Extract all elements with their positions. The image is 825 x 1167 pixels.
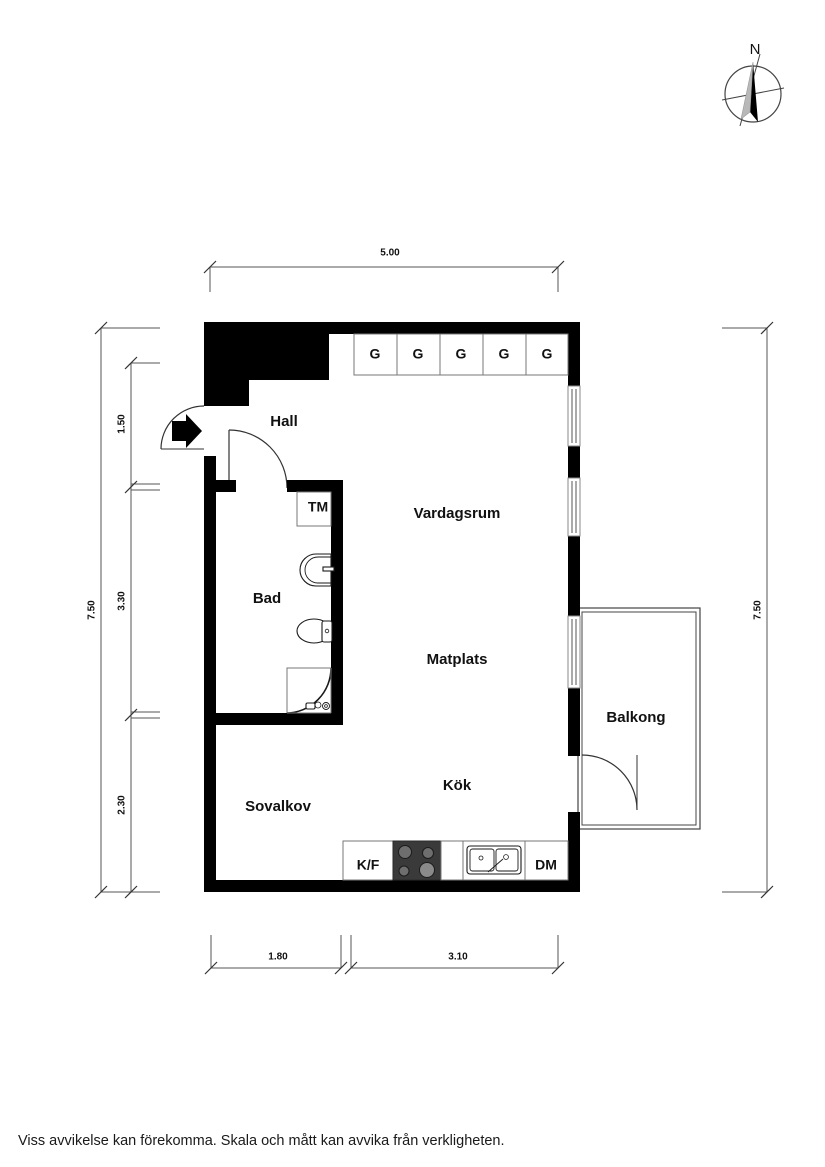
dim-bottom-tick-1 <box>204 961 218 975</box>
wall-right-seg-1 <box>568 322 580 386</box>
wall-bottom <box>204 880 580 892</box>
compass-rose: N <box>721 41 785 127</box>
wardrobe-4-label: G <box>499 346 510 362</box>
dim-top-tick-left <box>203 260 217 274</box>
window-right-1 <box>567 385 581 447</box>
dim-bottom-tick-2 <box>334 961 348 975</box>
room-label-kok: Kök <box>443 777 472 794</box>
dim-bottom-seg-2-value: 3.10 <box>448 952 468 963</box>
wall-right-seg-3 <box>568 536 580 616</box>
room-label-hall: Hall <box>270 413 298 430</box>
dim-left-outer-tick-bottom <box>94 885 108 899</box>
wall-interior-bathroom-bottom <box>216 713 343 725</box>
dim-left-seg-1-value: 1.50 <box>117 414 128 434</box>
dim-top-width-value: 5.00 <box>380 248 400 259</box>
wardrobe-3-label: G <box>456 346 467 362</box>
fridge-freezer-label: K/F <box>357 857 380 873</box>
wall-interior-bathroom-right <box>331 480 343 725</box>
entrance-door-swing-arc <box>160 405 205 450</box>
wall-right-seg-5 <box>568 812 580 892</box>
exterior-walls <box>204 322 580 892</box>
dim-left-inner-tick-2 <box>124 480 138 494</box>
hall-bathroom-door <box>228 429 288 489</box>
washing-machine[interactable] <box>296 491 332 527</box>
dim-right-tick-bottom <box>760 885 774 899</box>
room-label-balkong: Balkong <box>606 709 665 726</box>
dim-bottom-tick-3 <box>344 961 358 975</box>
dimension-right: 7.50 <box>722 321 774 899</box>
dim-left-seg-3-value: 2.30 <box>117 795 128 815</box>
dim-left-inner-tick-4 <box>124 885 138 899</box>
balcony-structure: Balkong <box>577 607 701 830</box>
wardrobe-2-label: G <box>413 346 424 362</box>
entrance-direction-arrow-icon <box>172 414 202 448</box>
room-label-matplats: Matplats <box>427 651 488 668</box>
wardrobe-row: G G G G G <box>353 333 569 376</box>
wall-left-lower <box>204 456 216 892</box>
dim-left-outer-tick-top <box>94 321 108 335</box>
wardrobe-5-label: G <box>542 346 553 362</box>
window-right-3-balcony <box>567 615 581 689</box>
compass-north-label: N <box>750 41 761 58</box>
stove-icon[interactable] <box>392 840 442 881</box>
wardrobe-1[interactable] <box>353 333 398 376</box>
disclaimer-caption: Viss avvikelse kan förekomma. Skala och … <box>18 1133 505 1149</box>
shower-icon <box>286 667 332 714</box>
room-label-vardagsrum: Vardagsrum <box>414 505 501 522</box>
wall-interior-hall-left-stub <box>216 480 236 492</box>
window-right-2 <box>567 477 581 537</box>
dim-right-height-value: 7.50 <box>753 600 764 620</box>
washing-machine-label: TM <box>308 499 328 515</box>
dishwasher-label: DM <box>535 857 557 873</box>
bathroom-fixtures: TM <box>286 491 335 714</box>
wardrobe-1-label: G <box>370 346 381 362</box>
balcony-door-swing-arc <box>581 754 638 811</box>
dimension-left-outer: 7.50 <box>87 321 160 899</box>
compass-needle-light <box>740 61 754 120</box>
toilet-icon <box>296 618 333 644</box>
room-label-sovalkov: Sovalkov <box>245 798 312 815</box>
kitchen-run: K/F DM <box>342 840 569 881</box>
entrance-door <box>160 405 205 456</box>
compass-needle-dark <box>750 62 758 122</box>
balcony-inner-railing <box>581 611 697 826</box>
interior-walls <box>216 480 343 725</box>
kitchen-sink-icon[interactable] <box>462 840 526 881</box>
dim-top-tick-right <box>551 260 565 274</box>
wall-interior-hall-right <box>287 480 343 492</box>
structural-block-top-left-leg <box>204 322 249 406</box>
dim-bottom-seg-1-value: 1.80 <box>268 952 288 963</box>
dim-left-inner-tick-3 <box>124 708 138 722</box>
wall-right-seg-2 <box>568 446 580 478</box>
counter-segment-1 <box>440 840 464 881</box>
wardrobe-4[interactable] <box>482 333 527 376</box>
wardrobe-3[interactable] <box>439 333 484 376</box>
wall-right-seg-4 <box>568 688 580 756</box>
room-label-bad: Bad <box>253 590 281 607</box>
bathroom-door-swing-arc <box>228 429 288 489</box>
dimension-top: 5.00 <box>203 248 565 292</box>
fridge-freezer[interactable] <box>342 840 394 881</box>
dishwasher[interactable] <box>524 840 569 881</box>
wardrobe-5[interactable] <box>525 333 569 376</box>
dimension-bottom: 1.80 3.10 <box>204 935 565 975</box>
dim-left-seg-2-value: 3.30 <box>117 591 128 611</box>
dim-right-tick-top <box>760 321 774 335</box>
windows-right-wall <box>567 385 581 689</box>
dimension-left-inner: 1.50 3.30 2.30 <box>117 356 160 899</box>
dim-left-inner-tick-1 <box>124 356 138 370</box>
bathroom-sink-icon <box>299 553 335 587</box>
dim-bottom-tick-4 <box>551 961 565 975</box>
dim-left-total-value: 7.50 <box>87 600 98 620</box>
wardrobe-2[interactable] <box>396 333 441 376</box>
